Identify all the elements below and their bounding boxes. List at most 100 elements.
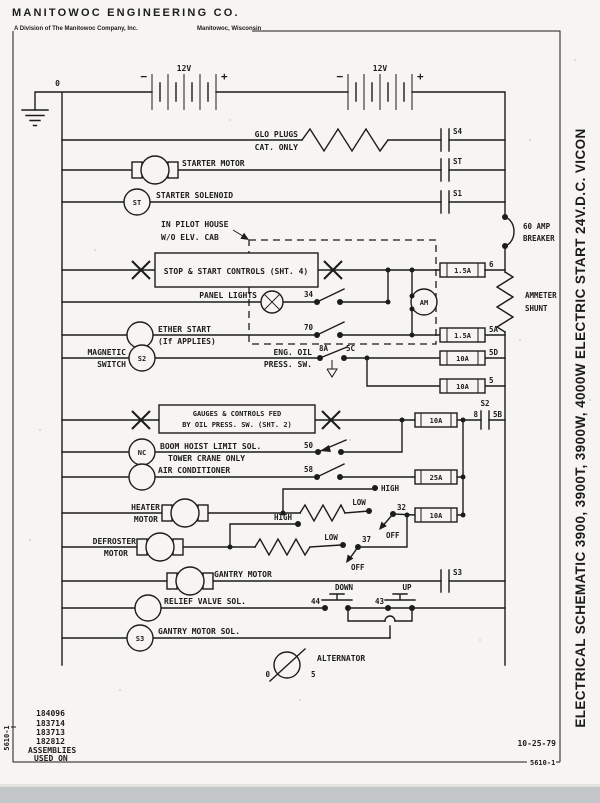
- ammeter-meter: AM: [409, 269, 438, 336]
- relief-valve-label: RELIEF VALVE SOL.: [164, 597, 246, 606]
- gantry-motor-row: GANTRY MOTOR S3: [61, 566, 506, 596]
- s5610heet-number-bottom: 5610-1: [530, 759, 555, 767]
- alternator-row: ALTERNATOR 0 5: [265, 648, 365, 682]
- switch-icon: [314, 463, 345, 480]
- contact-s2-label: S2: [480, 399, 489, 408]
- wire-number-6: 6: [489, 260, 494, 269]
- relief-valve-row: RELIEF VALVE SOL. 44 DOWN 43 UP: [61, 583, 506, 639]
- wire-number-5c: 5C: [346, 344, 355, 353]
- boom-hoist-row: NC BOOM HOIST LIMIT SOL. TOWER CRANE ONL…: [61, 419, 403, 466]
- wire-number-0: 0: [55, 79, 60, 88]
- pressure-switch-icon: [317, 346, 348, 378]
- drawing-frame: [12, 30, 561, 763]
- fuse-5a: 1.5A 5A: [439, 325, 499, 343]
- defroster-off-label: OFF: [351, 563, 365, 572]
- wire-hop: [384, 615, 396, 622]
- ether-start-row: ETHER START (If APPLIES) 70 1.5A 5A: [61, 321, 506, 349]
- resistor-icon: [254, 537, 311, 557]
- defroster-label2: MOTOR: [104, 549, 128, 558]
- boom-hoist-label1: BOOM HOIST LIMIT SOL.: [160, 442, 261, 451]
- wire-number-8a: 8A: [319, 344, 329, 353]
- ground-icon: [21, 109, 49, 127]
- scan-edge-bar: [0, 787, 600, 803]
- scan-edge-shadow: [0, 784, 600, 787]
- gantry-sol-label: GANTRY MOTOR SOL.: [158, 627, 240, 636]
- stop-start-controls-row: STOP & START CONTROLS (SHT. 4) 1.5A 6: [61, 252, 506, 288]
- coil-icon: [126, 321, 154, 349]
- glo-plugs-label1: GLO PLUGS: [255, 130, 299, 139]
- down-label: DOWN: [335, 583, 354, 592]
- assembly-number: 183713: [36, 728, 65, 737]
- fuse-6: 1.5A 6: [439, 260, 494, 278]
- company-name: MANITOWOC ENGINEERING CO.: [12, 7, 240, 19]
- breaker-label2: BREAKER: [523, 234, 555, 243]
- letterhead: MANITOWOC ENGINEERING CO. A Division of …: [12, 7, 262, 32]
- pilot-house-label2: W/O ELV. CAB: [161, 233, 219, 242]
- resistor-icon: [299, 503, 346, 523]
- air-conditioner-label: AIR CONDITIONER: [158, 466, 230, 475]
- starter-motor-label: STARTER MOTOR: [182, 159, 245, 168]
- defroster-low-label: LOW: [324, 533, 338, 542]
- heater-label1: HEATER: [131, 503, 160, 512]
- pilot-house-label1: IN PILOT HOUSE: [161, 220, 229, 229]
- defroster-high-label: HIGH: [274, 513, 293, 522]
- wire-number-alt5: 5: [311, 670, 316, 679]
- x-mark-icon: [131, 410, 151, 430]
- eng-oil-label1: ENG. OIL: [273, 348, 312, 357]
- wire-number-58: 58: [304, 465, 314, 474]
- heater-high-label: HIGH: [381, 484, 400, 493]
- battery1-volts: 12V: [177, 64, 192, 73]
- magnetic-switch-label1: MAGNETIC: [87, 348, 126, 357]
- coil-s2-label: S2: [138, 355, 146, 363]
- coil-icon: [134, 594, 162, 622]
- heater-motor-row: HEATER MOTOR HIGH LOW 32 OFF 10A: [61, 484, 466, 540]
- glo-plugs-row: GLO PLUGS CAT. ONLY S4: [61, 127, 506, 153]
- scan-noise: [29, 59, 591, 701]
- air-conditioner-row: AIR CONDITIONER 58 25A: [61, 463, 466, 491]
- fuse-5-value: 10A: [456, 383, 469, 391]
- battery1-plus: +: [221, 70, 228, 83]
- wire-number-5a: 5A: [489, 325, 499, 334]
- contact-icon: [440, 158, 450, 182]
- panel-lights-label: PANEL LIGHTS: [199, 291, 257, 300]
- coil-icon: [128, 463, 156, 491]
- rotary-switch-icon: [379, 511, 396, 530]
- x-mark-icon: [323, 260, 343, 280]
- ammeter-shunt: AMMETER SHUNT: [495, 271, 557, 333]
- x-mark-icon: [131, 260, 151, 280]
- battery2-minus: −: [336, 70, 343, 83]
- fuse-8: 10A: [414, 412, 458, 428]
- gauges-label1: GAUGES & CONTROLS FED: [193, 410, 282, 418]
- fuse-25a-value: 25A: [430, 474, 443, 482]
- ammeter-icon: [410, 288, 438, 316]
- wire-number-34: 34: [304, 290, 314, 299]
- assemblies-heading1: ASSEMBLIES: [28, 746, 76, 755]
- wire-number-32: 32: [397, 503, 406, 512]
- assembly-number: 184096: [36, 709, 65, 718]
- wire-number-43: 43: [375, 597, 385, 606]
- gantry-motor-label: GANTRY MOTOR: [214, 570, 272, 579]
- fuse-5: 10A 5: [439, 376, 494, 394]
- magnetic-switch-row: S2 MAGNETIC SWITCH ENG. OIL PRESS. SW. 8…: [61, 344, 506, 394]
- motor-icon: [161, 498, 209, 528]
- motor-icon: [136, 532, 184, 562]
- shunt-label1: AMMETER: [525, 291, 557, 300]
- magnetic-switch-label2: SWITCH: [97, 360, 126, 369]
- panel-lights-row: PANEL LIGHTS 34: [61, 269, 391, 314]
- fuse-6-value: 1.5A: [454, 267, 472, 275]
- gantry-sol-row: S3 GANTRY MOTOR SOL.: [61, 624, 391, 652]
- wire-number-8: 8: [473, 410, 478, 419]
- fuse-heater-value: 10A: [430, 512, 443, 520]
- starter-solenoid-row: ST STARTER SOLENOID S1: [61, 188, 506, 216]
- fuse-5d: 10A 5D: [439, 348, 499, 366]
- assembly-number: 183714: [36, 719, 65, 728]
- contact-icon: [440, 128, 450, 152]
- dashed-boundary: [248, 239, 437, 345]
- wire-number-5: 5: [489, 376, 494, 385]
- stop-start-label: STOP & START CONTROLS (SHT. 4): [164, 267, 309, 276]
- resistor-icon: [301, 127, 389, 153]
- interlock-wire: [347, 607, 413, 622]
- wire-number-5b: 5B: [493, 410, 503, 419]
- defroster-motor-row: DEFROSTER MOTOR HIGH LOW 37 OFF: [61, 512, 410, 572]
- down-pushbutton-icon: DOWN: [321, 583, 354, 611]
